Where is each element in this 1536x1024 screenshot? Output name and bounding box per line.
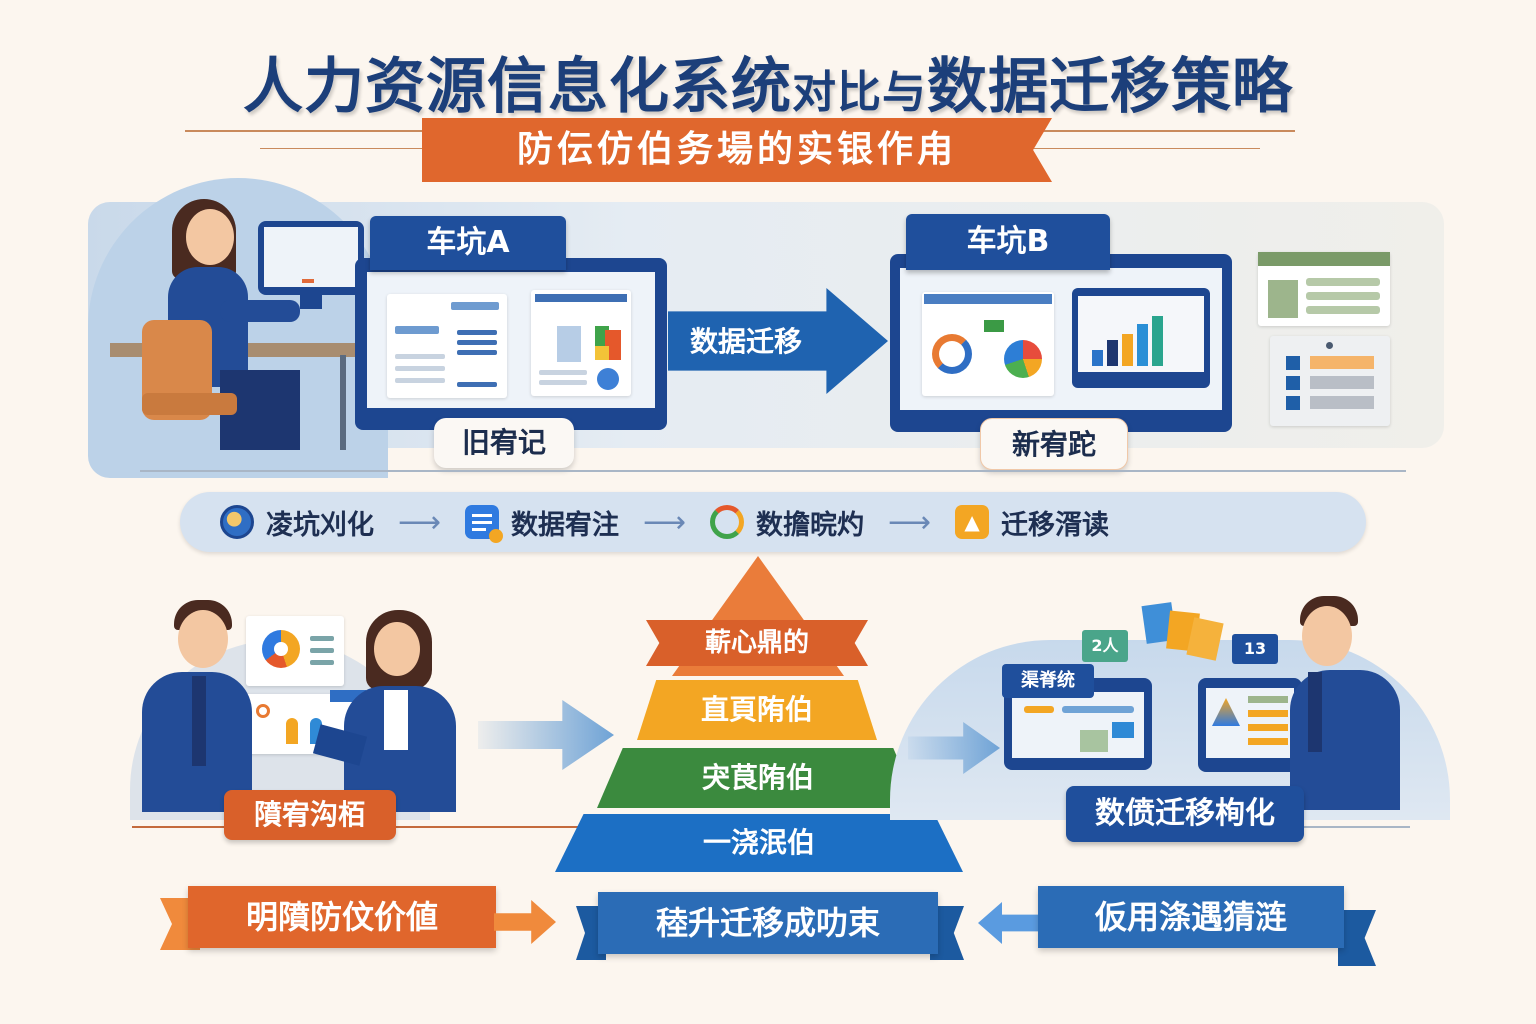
team-discussion-illustration <box>130 590 470 820</box>
system-b-caption: 新宥跎 <box>980 418 1128 470</box>
woman-at-desk-illustration <box>100 195 370 450</box>
system-b-monitor <box>890 254 1232 432</box>
footer-center-ribbon: 稑升迁移成叻束 <box>598 892 938 954</box>
right-monitor-label: 渠脊统 <box>1002 664 1094 698</box>
chat-bubble: 13 <box>1232 634 1278 664</box>
pyramid-level-2: 直頁陏伯 <box>637 680 877 740</box>
system-b-label: 车坑B <box>906 214 1110 270</box>
title-main: 人力资源信息化系统 <box>243 52 792 122</box>
search-globe-icon <box>220 505 254 539</box>
chat-bubble: 2人 <box>1082 630 1128 662</box>
process-steps-bar: 凌坑刈化 ⟶ 数据宥注 ⟶ 数擔晥灼 ⟶ ▲ 迁移湑读 <box>180 492 1366 552</box>
process-step-2: 数据宥注 <box>465 503 620 543</box>
arrow-right-icon: ⟶ <box>888 504 932 540</box>
list-document-icon <box>465 505 504 543</box>
divider-line <box>140 470 1406 472</box>
task-list-card <box>1270 336 1390 426</box>
profile-card <box>1258 252 1390 326</box>
title-end: 数据迁移策略 <box>927 52 1293 122</box>
pyramid-level-4: 一浇泯伯 <box>555 814 963 872</box>
title-connector: 对比与 <box>792 67 927 118</box>
flow-arrow-icon <box>478 700 614 770</box>
process-step-4: ▲ 迁移湑读 <box>955 503 1109 542</box>
arrow-right-icon <box>494 900 556 944</box>
pyramid-level-3: 宊茛陏伯 <box>597 748 919 808</box>
right-scene-caption: 数偾迁移栒化 <box>1066 786 1304 842</box>
sync-cycle-icon <box>710 505 745 539</box>
small-monitor <box>258 221 364 295</box>
process-step-1: 凌坑刈化 <box>220 503 374 542</box>
arrow-right-icon: ⟶ <box>398 504 442 540</box>
divider-line <box>1270 826 1410 828</box>
step-label: 迁移湑读 <box>1001 509 1110 541</box>
system-a-label: 车坑A <box>370 216 566 270</box>
process-step-3: 数擔晥灼 <box>710 503 864 542</box>
pyramid-level-1: 蔪心鼎的 <box>646 620 868 666</box>
step-label: 数擔晥灼 <box>756 509 865 541</box>
warning-document-icon: ▲ <box>955 505 990 539</box>
arrow-right-icon: ⟶ <box>643 504 687 540</box>
system-a-monitor <box>355 258 667 430</box>
left-scene-caption: 隫宥沟栢 <box>224 790 396 840</box>
presenter-illustration <box>1290 596 1400 816</box>
footer-left-ribbon: 明隫防伩价値 <box>188 886 496 948</box>
footer-right-ribbon: 仮用涤遇猜涟 <box>1038 886 1344 948</box>
migration-arrow-label: 数据迁移 <box>690 325 803 358</box>
arrow-left-icon <box>978 902 1038 944</box>
page-title: 人力资源信息化系统对比与数据迁移策略 <box>0 38 1536 125</box>
subtitle-banner: 防伝仿伯务場的实银作甪 <box>422 118 1052 182</box>
system-a-caption: 旧宥记 <box>434 418 574 468</box>
target-monitor <box>1198 678 1302 772</box>
step-label: 凌坑刈化 <box>266 509 374 541</box>
step-label: 数据宥注 <box>511 509 620 541</box>
